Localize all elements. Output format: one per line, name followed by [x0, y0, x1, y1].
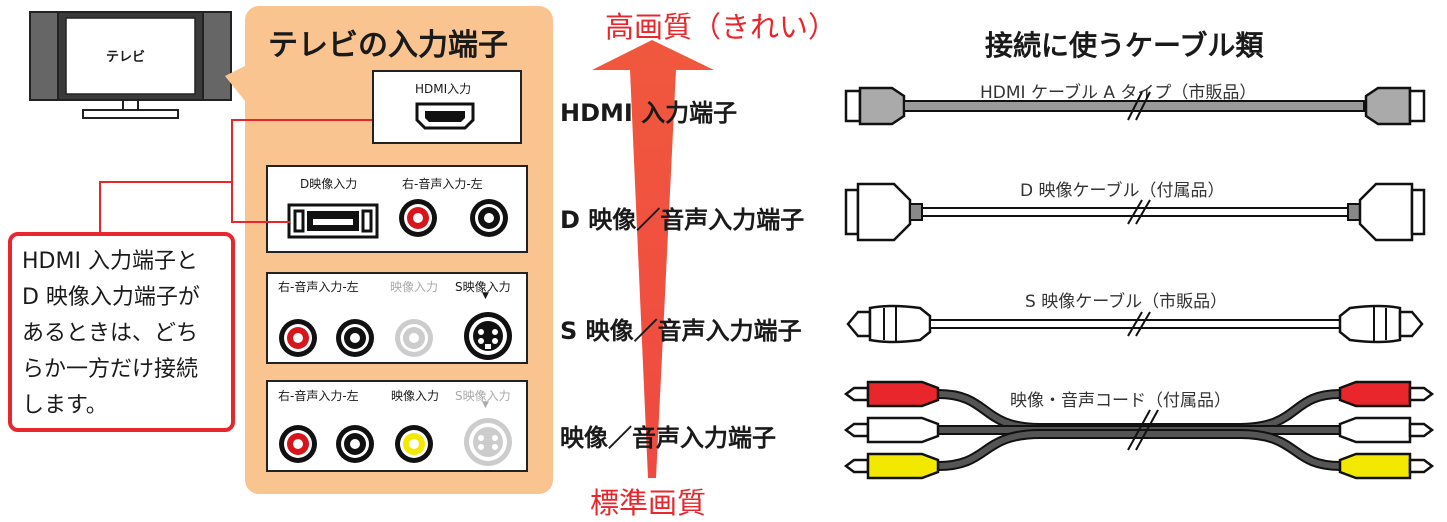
note-line: らか一方だけ接続 [22, 357, 199, 382]
terminal-type-hdmi: HDMI 入力端子 [560, 99, 738, 127]
d-cable-icon [844, 182, 1426, 242]
v-audio-input-label: 右-音声入力-左 [278, 389, 359, 403]
d-audio-left-jack [470, 199, 508, 237]
v-svideo-input-label: S映像入力 [455, 389, 511, 403]
v-video-jack [395, 425, 433, 463]
note-text: HDMI 入力端子と D 映像入力端子が あるときは、どち らか一方だけ接続 し… [22, 244, 200, 424]
tv-label: テレビ [106, 50, 146, 65]
note-line: あるときは、どち [22, 321, 199, 346]
s-video-jack-disabled [395, 319, 433, 357]
hdmi-port-icon [415, 102, 475, 130]
panel-title: テレビの入力端子 [268, 28, 508, 63]
note-box [8, 232, 235, 432]
v-audio-right-jack [279, 425, 317, 463]
hdmi-cable-icon [844, 86, 1426, 126]
quality-standard-label: 標準画質 [590, 486, 707, 520]
note-line: します。 [22, 393, 108, 418]
cable-label-hdmi: HDMI ケーブル A タイプ（市販品） [980, 83, 1257, 103]
d-audio-input-label: 右-音声入力-左 [402, 177, 483, 191]
cables-heading: 接続に使うケーブル類 [985, 29, 1264, 62]
hdmi-terminal-label: HDMI入力 [415, 82, 472, 96]
v-svideo-jack-disabled [464, 418, 512, 466]
s-audio-left-jack [336, 319, 374, 357]
v-video-input-label: 映像入力 [391, 389, 440, 403]
s-svideo-input-label: S映像入力 [455, 280, 511, 294]
v-audio-left-jack [336, 425, 374, 463]
av-cable-icon [843, 380, 1435, 480]
s-cable-icon [846, 304, 1424, 344]
d-video-input-label: D映像入力 [300, 177, 358, 191]
cable-label-d: D 映像ケーブル（付属品） [1020, 181, 1225, 201]
terminal-type-composite: 映像／音声入力端子 [560, 424, 776, 452]
note-connector-lines [99, 119, 372, 232]
s-audio-input-label: 右-音声入力-左 [278, 280, 359, 294]
cable-label-av: 映像・音声コード（付属品） [1010, 391, 1231, 411]
note-line: HDMI 入力端子と [22, 249, 198, 274]
quality-arrow [592, 40, 714, 478]
s-video-input-label: 映像入力 [390, 280, 439, 294]
terminal-type-s: S 映像／音声入力端子 [560, 317, 802, 345]
note-line: D 映像入力端子が [22, 285, 200, 310]
terminal-type-d: D 映像／音声入力端子 [560, 206, 805, 234]
s-svideo-jack [464, 312, 512, 360]
s-audio-right-jack [279, 319, 317, 357]
quality-high-label: 高画質（きれい） [605, 10, 838, 44]
v-svideo-marker-icon: ▼ [482, 400, 489, 410]
s-svideo-marker-icon: ▼ [482, 291, 489, 301]
d-audio-right-jack [399, 199, 437, 237]
cable-label-s: S 映像ケーブル（市販品） [1025, 292, 1228, 312]
tv-icon [29, 11, 232, 119]
